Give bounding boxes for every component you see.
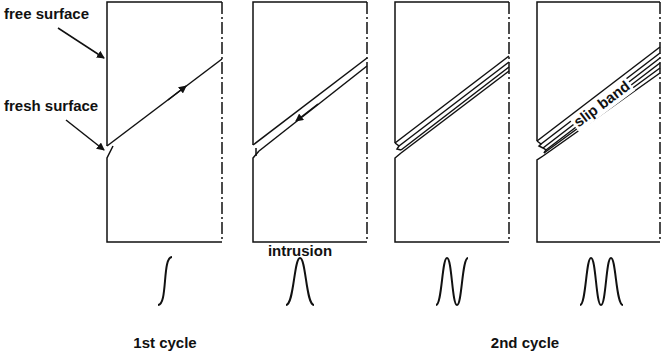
cycle-label: 2nd cycle bbox=[491, 335, 559, 352]
annotation-label: intrusion bbox=[268, 243, 332, 260]
crystal-panel bbox=[395, 2, 509, 242]
crystal-panel bbox=[253, 2, 367, 242]
crystal-panel bbox=[537, 2, 660, 242]
band-label: slip band bbox=[569, 76, 635, 131]
leader-arrow bbox=[66, 120, 104, 150]
cycle-label: 1st cycle bbox=[133, 335, 196, 352]
crystal-panel bbox=[107, 2, 222, 242]
callout-label: free surface bbox=[4, 6, 89, 23]
callout-label: fresh surface bbox=[4, 98, 98, 115]
leader-arrow bbox=[58, 28, 104, 58]
load-waveform bbox=[158, 257, 623, 305]
